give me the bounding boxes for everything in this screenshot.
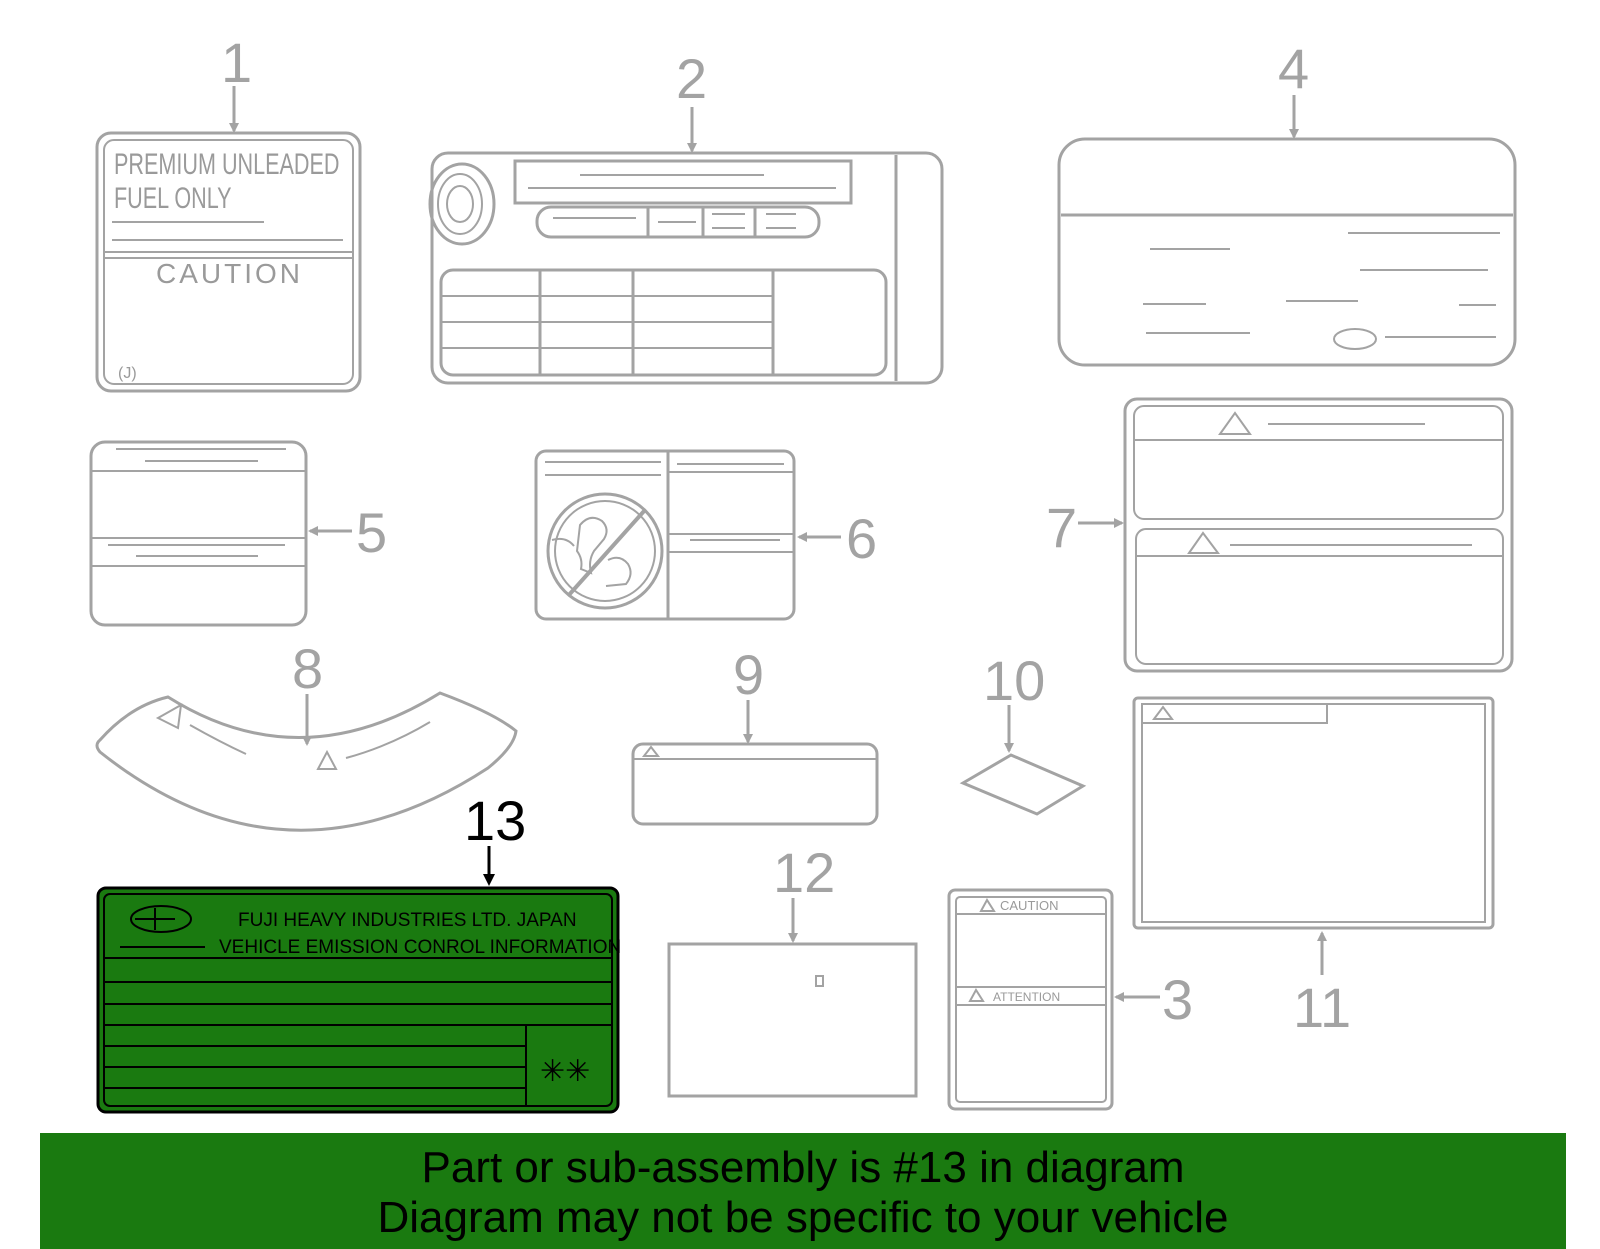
subaru-logo-icon <box>130 905 192 933</box>
callout-2: 2 <box>676 47 707 110</box>
part-1-caution-text: CAUTION <box>156 258 303 289</box>
callout-9: 9 <box>733 643 764 706</box>
callout-10: 10 <box>983 649 1045 712</box>
callout-3: 3 <box>1162 968 1193 1031</box>
part-3-attention-text: ATTENTION <box>993 990 1060 1004</box>
part-10-label[interactable] <box>959 753 1087 816</box>
part-2-label[interactable] <box>428 151 944 385</box>
callout-8: 8 <box>292 637 323 700</box>
callout-1: 1 <box>221 31 252 94</box>
part-6-airbag-label[interactable] <box>534 449 796 621</box>
callout-13: 13 <box>464 789 526 852</box>
notice-banner: Part or sub-assembly is #13 in diagram D… <box>40 1133 1566 1249</box>
part-1-fuel-label[interactable] <box>95 131 362 393</box>
part-13-info-text: VEHICLE EMISSION CONROL INFORMATION <box>219 937 621 958</box>
part-9-label[interactable] <box>631 742 879 826</box>
part-3-label[interactable] <box>947 888 1114 1111</box>
part-1-text-line2: FUEL ONLY <box>114 180 232 214</box>
part-7-label[interactable] <box>1123 397 1514 673</box>
part-3-caution-text: CAUTION <box>1000 898 1059 913</box>
part-13-asterisk-mark: ✳✳ <box>540 1054 590 1089</box>
part-8-curved-label[interactable] <box>95 691 518 832</box>
part-1-code-text: (J) <box>118 365 137 382</box>
part-1-text-line1: PREMIUM UNLEADED <box>114 146 340 180</box>
callout-5: 5 <box>356 501 387 564</box>
part-5-label[interactable] <box>89 440 308 627</box>
callout-6: 6 <box>846 507 877 570</box>
part-11-label[interactable] <box>1132 696 1495 930</box>
part-4-label[interactable] <box>1057 137 1517 367</box>
notice-line-1: Part or sub-assembly is #13 in diagram <box>421 1143 1185 1192</box>
part-13-maker-text: FUJI HEAVY INDUSTRIES LTD. JAPAN <box>238 910 577 931</box>
part-12-label[interactable] <box>667 942 918 1098</box>
callout-12: 12 <box>773 841 835 904</box>
notice-line-2: Diagram may not be specific to your vehi… <box>377 1193 1229 1242</box>
callout-11: 11 <box>1293 976 1351 1039</box>
callout-4: 4 <box>1278 37 1309 100</box>
callout-7: 7 <box>1046 496 1077 559</box>
part-13-emission-label[interactable] <box>96 886 620 1114</box>
